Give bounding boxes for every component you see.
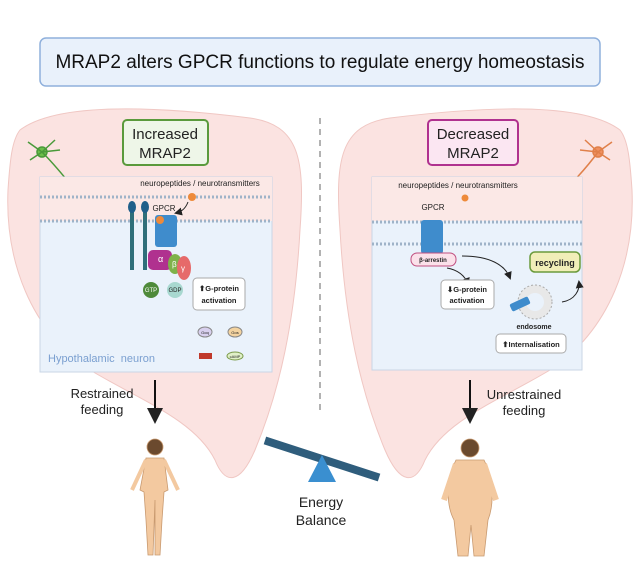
unrestrained-feeding-label: Unrestrained: [487, 387, 561, 402]
svg-text:β: β: [172, 260, 177, 269]
right-panel: neuropeptides / neurotransmitters GPCR β…: [371, 176, 584, 371]
g-protein-activation-box-right: [440, 279, 495, 310]
gas-icon: [227, 326, 243, 338]
obese-person-icon: [441, 438, 499, 557]
g-gamma-icon: [177, 256, 191, 280]
ligand-icon: [188, 193, 196, 201]
svg-text:recycling: recycling: [535, 258, 575, 268]
svg-text:activation: activation: [201, 296, 236, 305]
left-panel: neuropeptides / neurotransmitters GPCR α…: [39, 176, 273, 373]
gpcr-label-right: GPCR: [421, 203, 444, 212]
svg-text:feeding: feeding: [503, 403, 546, 418]
mrap2-protein-icon: [130, 205, 134, 270]
ligands-label-right: neuropeptides / neurotransmitters: [398, 181, 518, 190]
increased-label: Increased: [132, 126, 198, 143]
decreased-label: Decreased: [437, 126, 510, 143]
g-protein-activation-box-left: [192, 277, 246, 311]
beta-arrestin-box: [410, 252, 457, 267]
svg-text:⬆Internalisation: ⬆Internalisation: [502, 340, 560, 349]
gpcr-label-left: GPCR: [152, 204, 175, 213]
svg-text:Balance: Balance: [296, 512, 347, 528]
title-box: [39, 37, 601, 87]
gpcr-receptor-icon-right: [421, 220, 443, 254]
svg-text:cAMP: cAMP: [230, 354, 241, 359]
gdp-icon: [167, 282, 183, 298]
fulcrum-icon: [308, 455, 336, 482]
svg-text:⬇G-protein: ⬇G-protein: [447, 285, 487, 294]
svg-text:α: α: [158, 254, 163, 264]
internalisation-box: [495, 333, 567, 354]
lean-person-icon: [130, 438, 180, 556]
title: MRAP2 alters GPCR functions to regulate …: [55, 52, 584, 73]
svg-text:γ: γ: [181, 264, 185, 273]
svg-text:activation: activation: [449, 296, 484, 305]
gaq-icon: [197, 326, 213, 338]
svg-text:GTP: GTP: [145, 288, 157, 294]
g-alpha-icon: [148, 250, 172, 270]
svg-text:Gαq: Gαq: [201, 330, 209, 335]
restrained-feeding-label: Restrained: [71, 386, 134, 401]
recycling-box: [529, 251, 581, 273]
svg-text:β-arrestin: β-arrestin: [419, 258, 447, 264]
ligands-label-left: neuropeptides / neurotransmitters: [140, 179, 260, 188]
neuron-icon-right: [549, 139, 613, 206]
gtp-icon: [143, 282, 159, 298]
increased-mrap2-box: [122, 119, 209, 166]
energy-balance-label: Energy: [299, 494, 343, 510]
svg-text:⬆G-protein: ⬆G-protein: [199, 284, 239, 293]
effector-icon: [199, 353, 212, 359]
hypothalamic-neuron-label: Hypothalamic neuron: [48, 353, 155, 365]
svg-text:GDP: GDP: [168, 288, 181, 294]
mrap2-label-right: MRAP2: [447, 145, 499, 162]
svg-text:feeding: feeding: [81, 402, 124, 417]
mrap2-label-left: MRAP2: [139, 145, 191, 162]
svg-text:endosome: endosome: [516, 324, 551, 331]
svg-text:Gαs: Gαs: [231, 330, 238, 335]
camp-icon: [226, 351, 244, 361]
decreased-mrap2-box: [427, 119, 519, 166]
